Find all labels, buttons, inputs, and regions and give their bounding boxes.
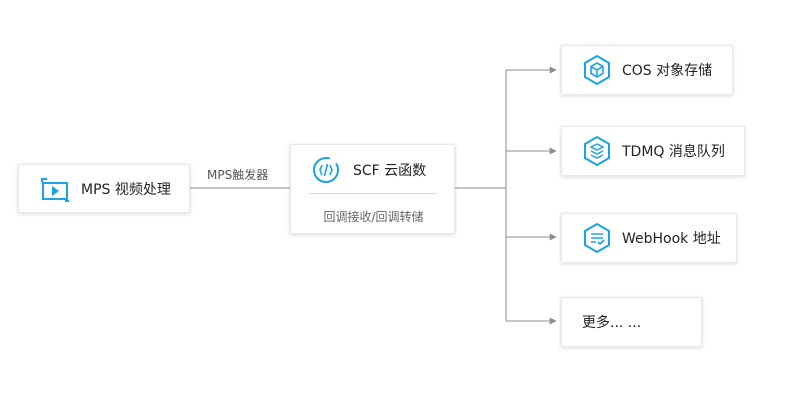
mps-node-label: MPS 视频处理 (81, 181, 171, 198)
cube-hexagon-icon (582, 54, 612, 86)
scf-node-label: SCF 云函数 (353, 163, 427, 179)
scf-node: SCF 云函数 回调接收/回调转储 (290, 144, 455, 234)
more-node-label: 更多... ... (582, 315, 642, 331)
list-hexagon-icon (582, 222, 612, 254)
more-node: 更多... ... (561, 297, 702, 347)
scf-divider (309, 193, 437, 194)
webhook-node: WebHook 地址 (561, 213, 737, 263)
cos-node-label: COS 对象存储 (622, 63, 713, 79)
trigger-label: MPS触发器 (207, 168, 269, 182)
mps-node: MPS 视频处理 (18, 164, 190, 213)
layers-hexagon-icon (582, 135, 612, 167)
webhook-node-label: WebHook 地址 (622, 231, 721, 247)
function-icon (311, 155, 341, 185)
tdmq-node-label: TDMQ 消息队列 (622, 144, 725, 160)
video-play-icon (39, 175, 71, 203)
cos-node: COS 对象存储 (561, 45, 733, 95)
scf-sub-label: 回调接收/回调转储 (323, 210, 424, 224)
tdmq-node: TDMQ 消息队列 (561, 126, 745, 176)
